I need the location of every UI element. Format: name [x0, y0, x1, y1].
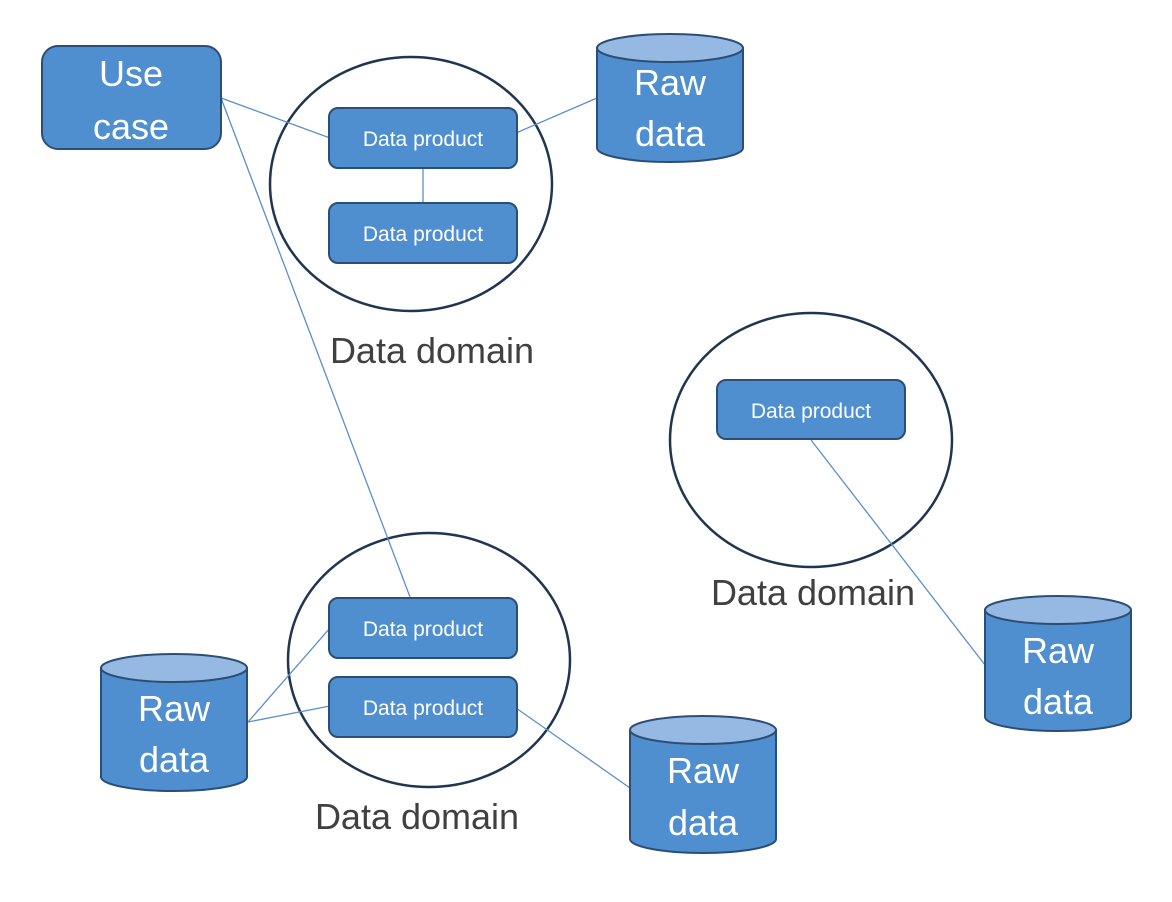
connector-product-rawdata-bottom	[515, 707, 631, 789]
data-product-label: Data product	[751, 400, 871, 423]
raw-data-cylinder: Raw data	[596, 33, 744, 163]
domain-circle-right	[668, 311, 954, 569]
data-product-box: Data product	[328, 202, 518, 264]
connector-usecase-bottom-product	[220, 97, 411, 598]
connector-rawdata-left-product2	[247, 705, 331, 723]
domain-label-right: Data domain	[711, 572, 915, 613]
use-case-box: Use case	[41, 45, 222, 150]
domain-label-bottom: Data domain	[315, 796, 519, 837]
data-product-label: Data product	[363, 223, 483, 246]
raw-data-line1: Raw	[634, 62, 707, 103]
connectors	[220, 97, 986, 789]
connector-rawdata-left-product1	[247, 627, 331, 723]
data-product-box: Data product	[716, 379, 906, 440]
raw-data-line2: data	[1023, 681, 1094, 722]
raw-data-cylinder: Raw data	[629, 715, 777, 854]
data-product-box: Data product	[328, 676, 518, 738]
domain-label-top: Data domain	[330, 330, 534, 371]
data-product-box: Data product	[328, 107, 518, 169]
raw-data-cylinder: Raw data	[984, 595, 1132, 732]
raw-data-line2: data	[668, 802, 739, 843]
connector-top-product-rawdata	[515, 97, 598, 134]
domain-circle-bottom	[286, 531, 572, 789]
raw-data-line1: Raw	[667, 750, 740, 791]
use-case-line2: case	[93, 106, 169, 147]
raw-data-line2: data	[635, 113, 706, 154]
raw-data-cylinder: Raw data	[100, 653, 248, 792]
connector-right-product-rawdata	[810, 439, 986, 666]
connector-usecase-top-product	[220, 97, 331, 139]
raw-data-line2: data	[139, 739, 210, 780]
data-product-label: Data product	[363, 697, 483, 720]
data-product-label: Data product	[363, 618, 483, 641]
use-case-line1: Use	[99, 53, 163, 94]
raw-data-line1: Raw	[1022, 630, 1095, 671]
data-product-label: Data product	[363, 128, 483, 151]
raw-data-line1: Raw	[138, 688, 211, 729]
data-product-box: Data product	[328, 597, 518, 659]
domain-circle-top	[268, 55, 554, 313]
